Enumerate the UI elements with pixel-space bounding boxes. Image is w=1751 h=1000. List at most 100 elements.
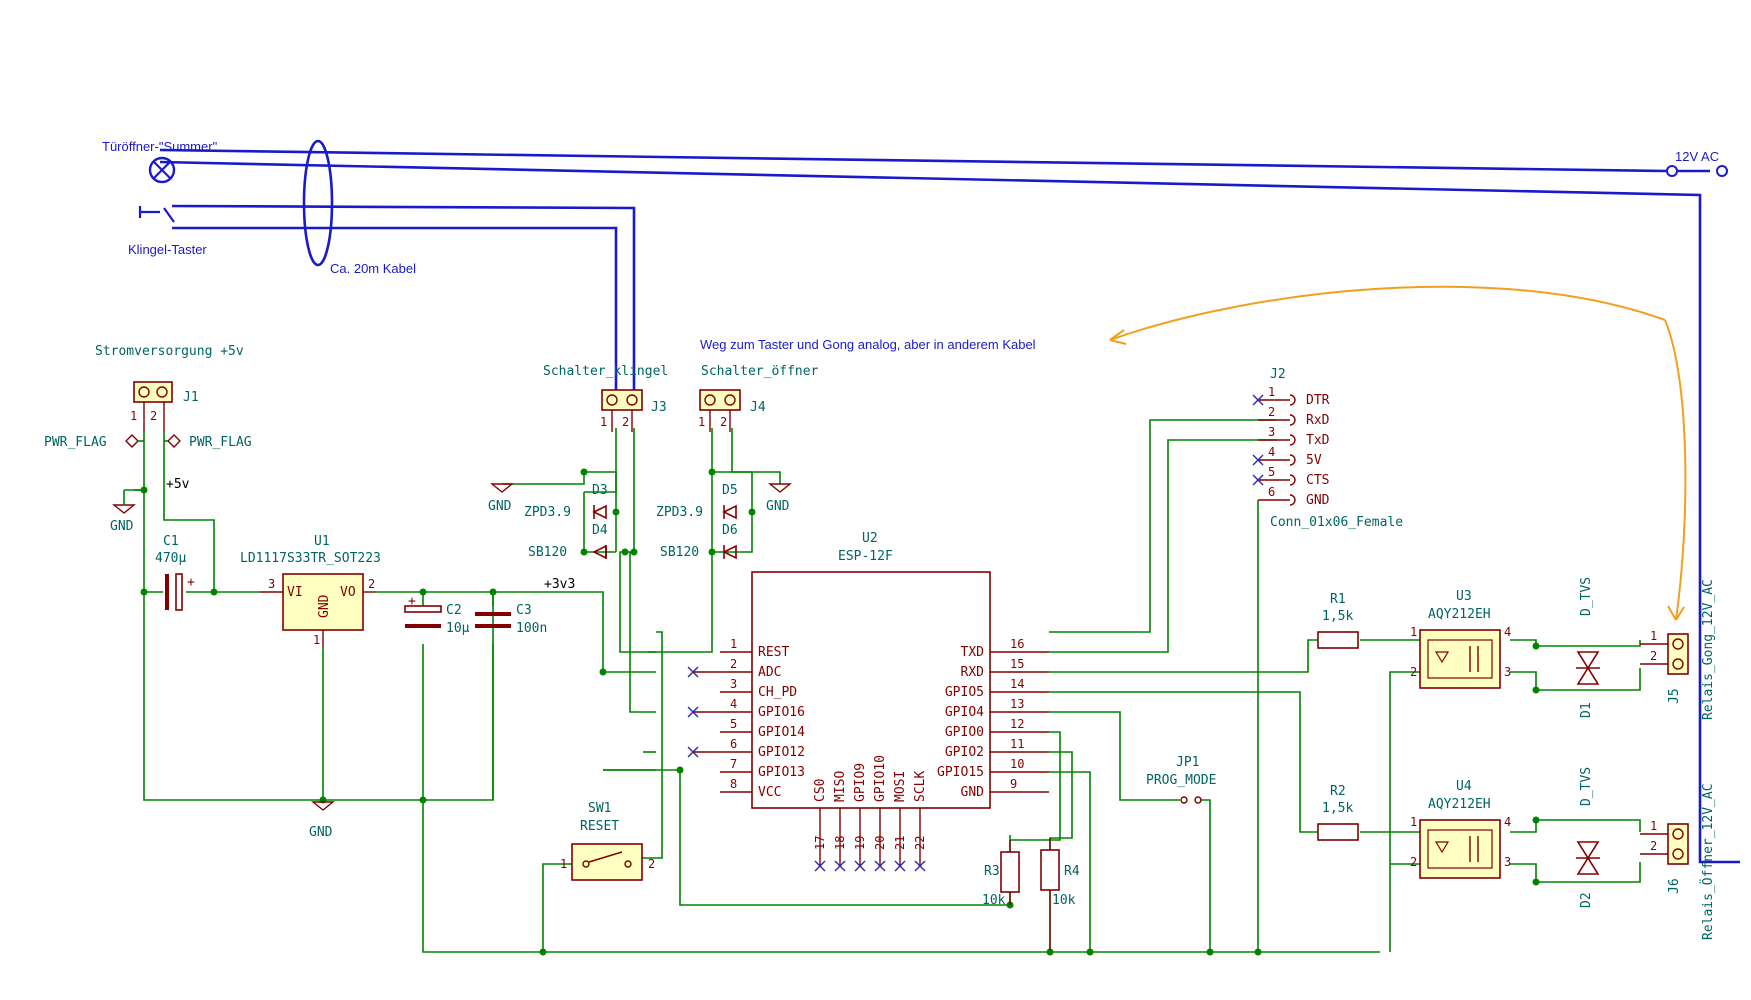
- j4-ref: J4: [750, 400, 766, 415]
- module-u2: U2 ESP-12F 1REST2ADC3CH_PD4GPIO165GPIO14…: [687, 531, 1049, 872]
- sw1-pin1: 1: [560, 857, 567, 871]
- resistor-r4: R4 10k: [1040, 838, 1080, 950]
- d5-ref: D5: [722, 483, 738, 498]
- u3-pin4: 4: [1504, 625, 1511, 639]
- d4-ref: D4: [592, 523, 608, 538]
- sw1-value: RESET: [580, 819, 619, 834]
- net-5v: +5v: [166, 477, 190, 492]
- relay-u3: U3 AQY212EH 1 2 4 3: [1410, 589, 1511, 689]
- esp-left-pin-num: 3: [730, 677, 737, 691]
- ac-label: 12V AC: [1675, 149, 1719, 164]
- c3-value: 100n: [516, 621, 547, 636]
- jumper-jp1: JP1 PROG_MODE: [1146, 755, 1216, 804]
- cable-wiring: Türöffner-"Summer" Klingel-Taster Ca. 20…: [102, 139, 1740, 864]
- tvs-d1: D_TVS D1: [1576, 577, 1600, 718]
- esp-left-pin-name: GPIO16: [758, 705, 805, 720]
- d1-value: D_TVS: [1579, 577, 1594, 616]
- u3-pin3: 3: [1504, 665, 1511, 679]
- svg-text:+: +: [408, 594, 416, 609]
- esp-right-pin-name: TXD: [961, 645, 985, 660]
- c1-value: 470µ: [155, 551, 186, 566]
- power-title: Stromversorgung +5v: [95, 344, 244, 359]
- u4-pin4: 4: [1504, 815, 1511, 829]
- d3-value: ZPD3.9: [524, 505, 571, 520]
- j1-pin1: 1: [130, 409, 137, 423]
- esp-right-pin-num: 12: [1010, 717, 1024, 731]
- gnd-label-2: GND: [309, 825, 333, 840]
- c1-ref: C1: [163, 534, 179, 549]
- u1-gnd: GND: [317, 594, 332, 618]
- esp-bottom-pin-num: 17: [813, 836, 827, 850]
- resistor-r1: R1 1,5k: [1317, 592, 1359, 649]
- esp-right-pin-name: GPIO4: [945, 705, 984, 720]
- r2-value: 1,5k: [1322, 801, 1353, 816]
- esp-bottom-pin-name: GPIO9: [853, 763, 868, 802]
- d2-value: D_TVS: [1579, 767, 1594, 806]
- esp-bottom-pin-name: MISO: [833, 771, 848, 802]
- j2-pin-num: 2: [1268, 405, 1275, 419]
- connector-j1: Stromversorgung +5v 1 2 J1 PWR_FLAG PWR_…: [44, 344, 252, 534]
- esp-left-pin-name: GPIO13: [758, 765, 805, 780]
- r3-ref: R3: [984, 864, 1000, 879]
- u2-value: ESP-12F: [838, 549, 893, 564]
- esp-left-pin-num: 4: [730, 697, 737, 711]
- esp-right-pin-name: GND: [961, 785, 985, 800]
- u1-pin2: 2: [368, 577, 375, 591]
- u1-value: LD1117S33TR_SOT223: [240, 551, 381, 566]
- u1-ref: U1: [314, 534, 330, 549]
- j6-pin2: 2: [1650, 839, 1657, 853]
- esp-bottom-pin-name: GPIO10: [873, 755, 888, 802]
- esp-right-pin-num: 9: [1010, 777, 1017, 791]
- esp-right-pin-num: 15: [1010, 657, 1024, 671]
- d5-value: ZPD3.9: [656, 505, 703, 520]
- esp-left-pin-name: GPIO12: [758, 745, 805, 760]
- svg-text:+: +: [187, 575, 195, 590]
- d6-ref: D6: [722, 523, 738, 538]
- resistor-r2: R2 1,5k: [1317, 784, 1359, 841]
- gnd-label-3: GND: [488, 499, 512, 514]
- u1-vi: VI: [287, 585, 303, 600]
- gnd-label-1: GND: [110, 519, 134, 534]
- esp-left-pin-num: 1: [730, 637, 737, 651]
- j3-value: Schalter_klingel: [543, 364, 668, 379]
- sw1-pin2: 2: [648, 857, 655, 871]
- diode-d5: D5 ZPD3.9: [656, 483, 738, 520]
- esp-bottom-pin-name: MOSI: [893, 771, 908, 802]
- esp-left-pin-name: REST: [758, 645, 789, 660]
- c2-value: 10µ: [446, 621, 470, 636]
- j1-ref: J1: [183, 390, 199, 405]
- r1-value: 1,5k: [1322, 609, 1353, 624]
- d2-ref: D2: [1579, 892, 1594, 908]
- j2-ref: J2: [1270, 367, 1286, 382]
- diode-d6: D6 SB120: [660, 523, 738, 560]
- j4-pin2: 2: [720, 415, 727, 429]
- esp-left-pin-num: 8: [730, 777, 737, 791]
- j4-value: Schalter_öffner: [701, 364, 819, 379]
- pwr-flag-right: PWR_FLAG: [189, 435, 252, 450]
- u4-ref: U4: [1456, 779, 1472, 794]
- u2-ref: U2: [862, 531, 878, 546]
- j2-pin-name: RxD: [1306, 413, 1330, 428]
- esp-bottom-pin-num: 22: [913, 836, 927, 850]
- esp-left-pin-num: 7: [730, 757, 737, 771]
- j2-pin-name: GND: [1306, 493, 1330, 508]
- j2-pin-name: DTR: [1306, 393, 1330, 408]
- j6-value: Relais_Öffner_12V_AC: [1699, 783, 1716, 940]
- esp-bottom-pin-num: 18: [833, 836, 847, 850]
- r1-ref: R1: [1330, 592, 1346, 607]
- esp-right-pin-num: 10: [1010, 757, 1024, 771]
- r2-ref: R2: [1330, 784, 1346, 799]
- j2-pin-name: TxD: [1306, 433, 1330, 448]
- kabel-label: Ca. 20m Kabel: [330, 261, 416, 276]
- connector-j4: Schalter_öffner 1 2 J4: [698, 364, 819, 432]
- esp-bottom-pin-num: 20: [873, 836, 887, 850]
- gnd-label-4: GND: [766, 499, 790, 514]
- esp-right-pin-name: GPIO0: [945, 725, 984, 740]
- net-3v3: +3v3: [544, 577, 575, 592]
- d3-ref: D3: [592, 483, 608, 498]
- esp-bottom-pin-num: 21: [893, 836, 907, 850]
- u3-ref: U3: [1456, 589, 1472, 604]
- j2-pin-num: 6: [1268, 485, 1275, 499]
- u4-pin1: 1: [1410, 815, 1417, 829]
